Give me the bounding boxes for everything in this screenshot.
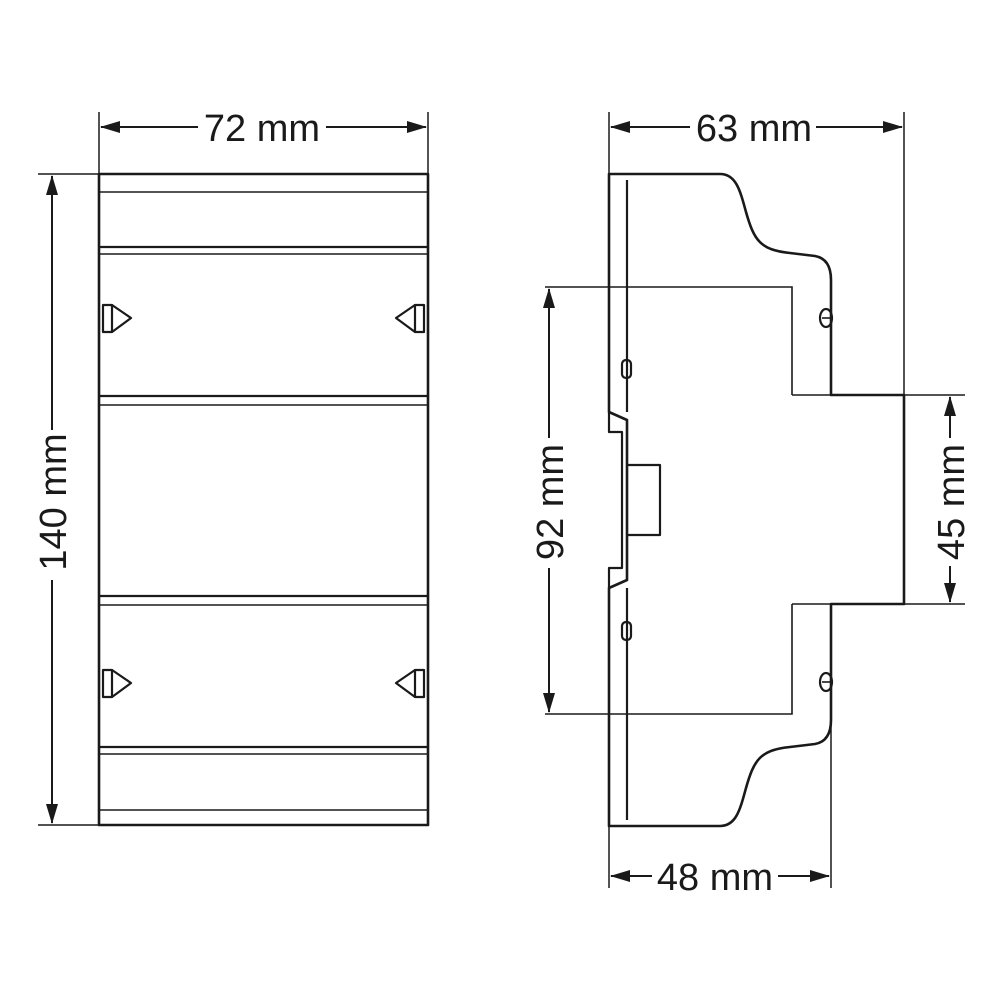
front-view [97, 172, 430, 827]
side-inner-step-bottom [545, 604, 793, 715]
front-housing-outline [97, 172, 430, 827]
side-view [545, 172, 906, 828]
dimension-front-height: 140 mm [33, 173, 99, 826]
side-inner-step-top [545, 286, 793, 395]
vent-slot-bottom [620, 620, 633, 642]
dimension-label-front-height: 140 mm [33, 433, 75, 570]
clip-bottom-left [101, 668, 133, 699]
vent-slot-top [620, 358, 633, 380]
dimension-label-front-protrusion: 45 mm [931, 444, 973, 560]
seal-screw-bottom [818, 671, 834, 693]
dimension-front-protrusion: 45 mm [904, 394, 973, 605]
clip-top-right [394, 303, 426, 334]
dimension-base-depth: 48 mm [608, 720, 832, 899]
dimension-label-base-depth: 48 mm [657, 857, 773, 899]
dimension-front-width: 72 mm [98, 108, 429, 174]
dimension-label-front-width: 72 mm [204, 108, 320, 150]
din-rail-latch [627, 463, 662, 537]
seal-screw-top [818, 307, 834, 329]
din-rail-groove [607, 412, 624, 588]
dimension-side-height: 92 mm [530, 288, 572, 713]
clip-bottom-right [394, 668, 426, 699]
dimension-label-side-height: 92 mm [530, 444, 572, 560]
side-housing-outline [607, 172, 906, 828]
dimension-side-depth: 63 mm [608, 108, 905, 395]
clip-top-left [101, 303, 133, 334]
dimension-label-side-depth: 63 mm [696, 108, 812, 150]
